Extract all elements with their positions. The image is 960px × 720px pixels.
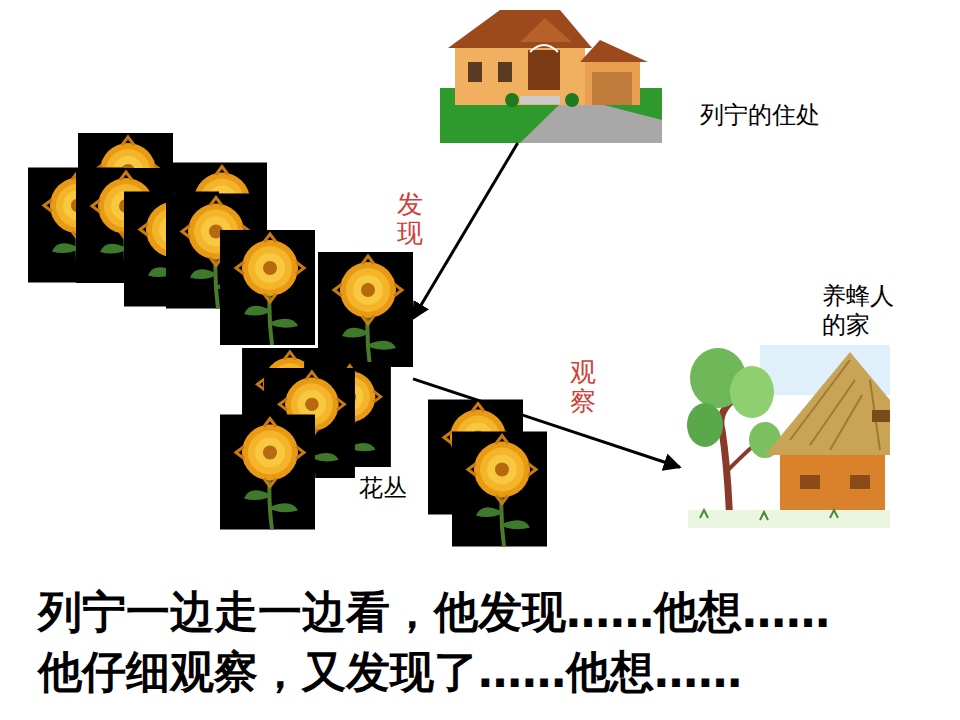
- house-picture: [440, 5, 662, 143]
- edge-label: 观察: [570, 358, 596, 415]
- place-label: 列宁的住处: [700, 101, 820, 130]
- flower-node: 花丛: [228, 250, 413, 530]
- edge-label: 发现: [397, 190, 423, 247]
- sunflower-cluster: [28, 133, 547, 547]
- arrow-connector: [413, 143, 518, 319]
- hut-node: 养蜂人的家: [688, 332, 890, 528]
- story-prompt: 他仔细观察，又发现了……他想……: [38, 646, 742, 699]
- place-label: 花丛: [359, 474, 407, 503]
- house-node: 列宁的住处: [440, 5, 662, 143]
- place-label: 养蜂人的家: [822, 282, 898, 340]
- story-prompt: 列宁一边走一边看，他发现……他想……: [38, 586, 830, 639]
- hut-picture: [687, 345, 890, 528]
- arrow-connector: [413, 379, 680, 467]
